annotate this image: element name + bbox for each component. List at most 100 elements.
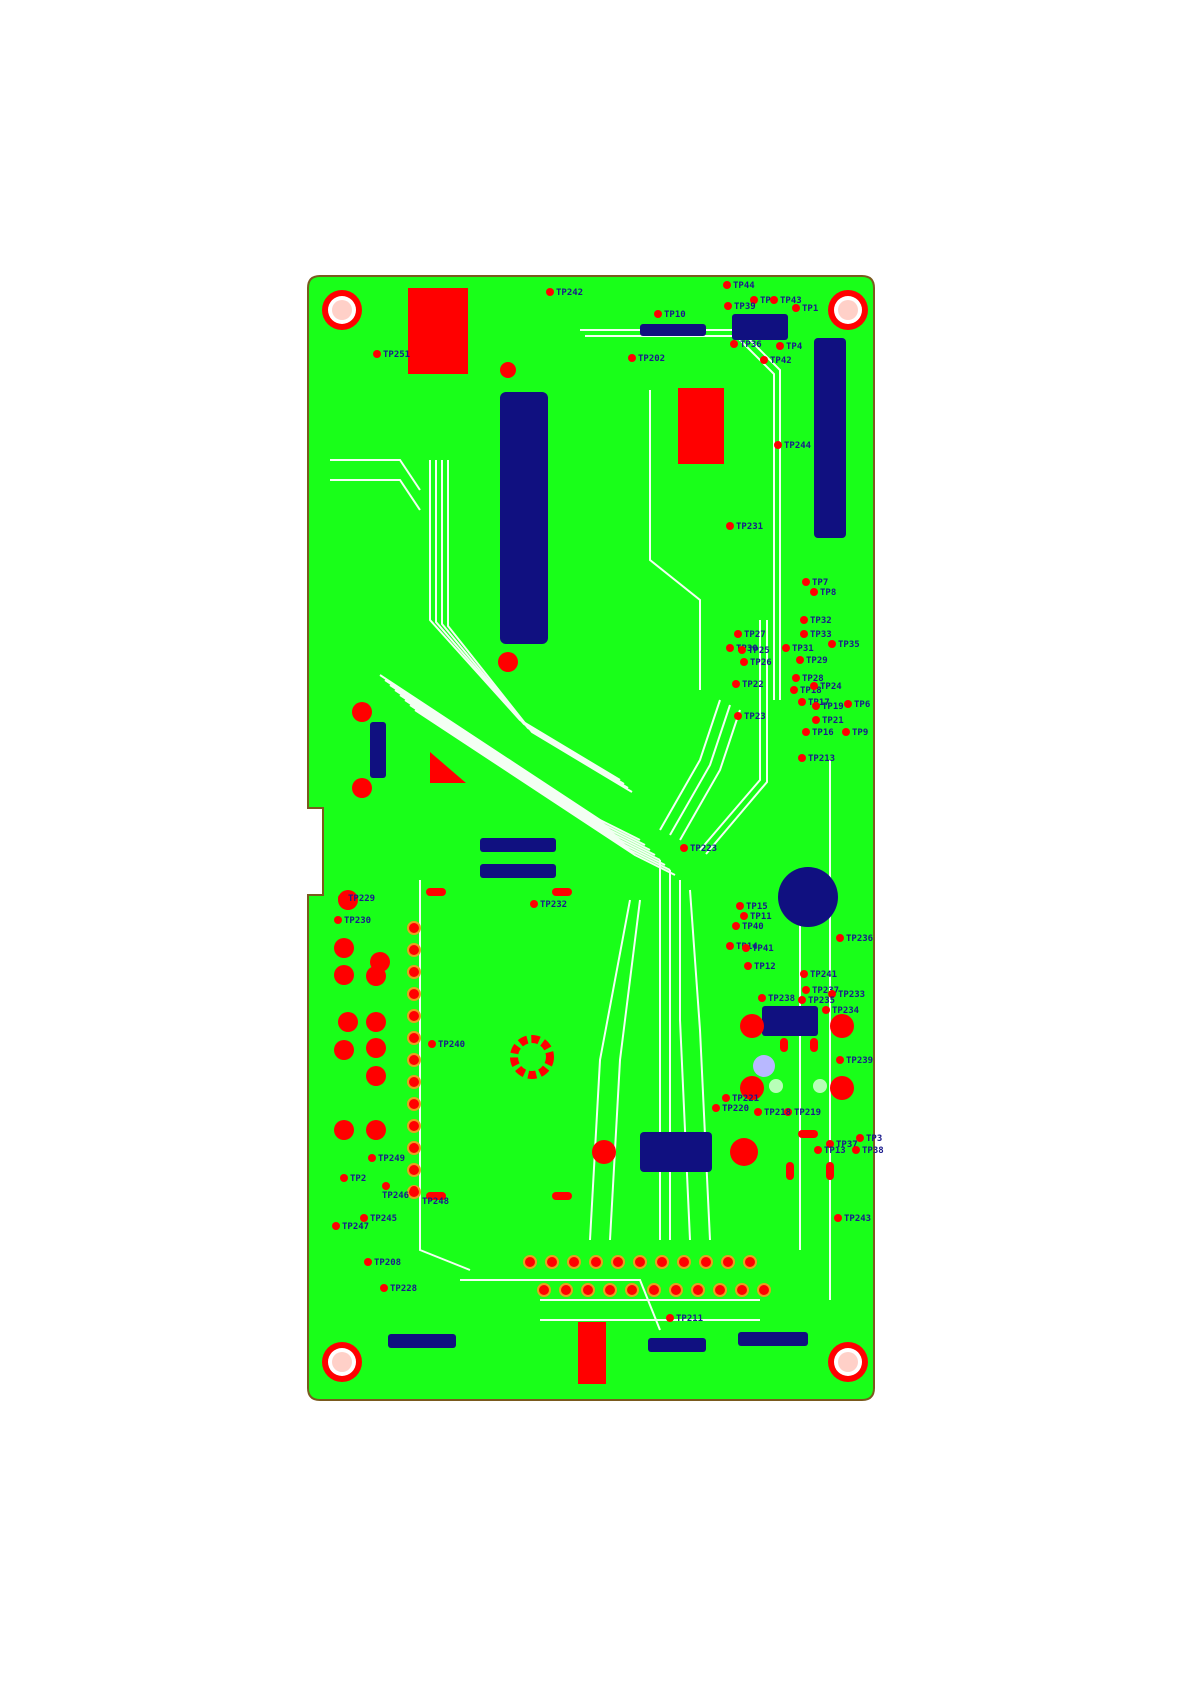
test-point-pad [726, 942, 734, 950]
test-point-label: TP35 [838, 640, 860, 650]
test-point-pad [380, 1284, 388, 1292]
test-point-label: TP1 [802, 304, 818, 314]
test-point-pad [798, 996, 806, 1004]
test-point-label: TP233 [838, 990, 865, 1000]
via-pad [647, 1283, 661, 1297]
test-point-pad [734, 712, 742, 720]
test-point-tp37: TP37 [826, 1140, 858, 1150]
test-point-label: TP26 [750, 658, 772, 668]
via-pad [407, 921, 421, 935]
via-pad [407, 1141, 421, 1155]
test-point-tp21: TP21 [812, 716, 844, 726]
via-pad [407, 1119, 421, 1133]
via-pad [633, 1255, 647, 1269]
test-point-label: TP245 [370, 1214, 397, 1224]
via-pad [559, 1283, 573, 1297]
test-point-pad [368, 1154, 376, 1162]
test-point-label: TP21 [822, 716, 844, 726]
test-point-tp24: TP24 [810, 682, 842, 692]
test-point-pad [814, 1146, 822, 1154]
test-point-pad [546, 288, 554, 296]
test-point-tp246: TP246 [382, 1182, 409, 1201]
via-pad [407, 1031, 421, 1045]
test-point-pad [724, 302, 732, 310]
via-pad [669, 1283, 683, 1297]
via-pad [581, 1283, 595, 1297]
via-pad [567, 1255, 581, 1269]
test-point-tp13: TP13 [814, 1146, 846, 1156]
test-point-tp8: TP8 [810, 588, 836, 598]
test-point-label: TP251 [383, 350, 410, 360]
test-point-pad [796, 656, 804, 664]
test-point-tp17: TP17 [798, 698, 830, 708]
test-point-tp5: TP5 [750, 296, 776, 306]
copper-pour-bottom [578, 1322, 606, 1384]
test-point-label: TP242 [556, 288, 583, 298]
test-point-label: TP13 [824, 1146, 846, 1156]
test-point-label: TP211 [676, 1314, 703, 1324]
test-point-tp221: TP221 [722, 1094, 759, 1104]
test-point-label: TP220 [722, 1104, 749, 1114]
test-point-label: TP12 [754, 962, 776, 972]
test-point-label: TP41 [752, 944, 774, 954]
test-point-pad [758, 994, 766, 1002]
test-point-label: TP25 [748, 646, 770, 656]
test-point-pad [784, 1108, 792, 1116]
pad-column-left [407, 921, 421, 1199]
test-point-label: TP42 [770, 356, 792, 366]
test-point-label: TP6 [854, 700, 870, 710]
test-point-label: TP247 [342, 1222, 369, 1232]
pad-rows-bottom [523, 1255, 771, 1297]
test-point-tp243: TP243 [834, 1214, 871, 1224]
test-point-tp236: TP236 [836, 934, 873, 944]
connector-main-header [498, 362, 548, 672]
test-point-label: TP16 [812, 728, 834, 738]
test-point-tp10: TP10 [654, 310, 686, 320]
test-point-tp240: TP240 [428, 1040, 465, 1050]
test-point-label: TP2 [350, 1174, 366, 1184]
via-pad [721, 1255, 735, 1269]
test-point-tp219: TP219 [784, 1108, 821, 1118]
test-point-tp28: TP28 [792, 674, 824, 684]
test-point-label: TP231 [736, 522, 763, 532]
via-pad [407, 1053, 421, 1067]
test-point-tp26: TP26 [740, 658, 772, 668]
test-point-pad [798, 698, 806, 706]
test-point-pad [530, 900, 538, 908]
test-point-pad [722, 1094, 730, 1102]
test-point-pad [774, 441, 782, 449]
via-pad [523, 1255, 537, 1269]
test-point-tp242: TP242 [546, 288, 583, 298]
via-pad [655, 1255, 669, 1269]
test-point-tp231: TP231 [726, 522, 763, 532]
test-point-tp44: TP44 [723, 281, 755, 291]
via-pad [713, 1283, 727, 1297]
via-pad [589, 1255, 603, 1269]
test-point-tp29: TP29 [796, 656, 828, 666]
test-point-label: TP208 [374, 1258, 401, 1268]
test-point-label: TP36 [740, 340, 762, 350]
test-point-pad [740, 658, 748, 666]
connector-bottom-left [388, 1334, 456, 1348]
test-point-label: TP4 [786, 342, 803, 352]
test-point-tp211: TP211 [666, 1314, 703, 1324]
test-point-pad [790, 686, 798, 694]
test-point-pad [802, 728, 810, 736]
test-point-pad [740, 912, 748, 920]
test-point-label: TP30 [736, 644, 758, 654]
test-point-label: TP22 [742, 680, 764, 690]
test-point-label: TP31 [792, 644, 814, 654]
test-point-pad [738, 646, 746, 654]
test-point-label: TP28 [802, 674, 824, 684]
test-point-label: TP10 [664, 310, 686, 320]
test-point-tp27: TP27 [734, 630, 766, 640]
test-point-pad [760, 356, 768, 364]
test-point-pad [360, 1214, 368, 1222]
oval-pads [426, 888, 834, 1200]
test-point-tp33: TP33 [800, 630, 832, 640]
via-pad [611, 1255, 625, 1269]
test-point-tp218: TP218 [754, 1108, 791, 1118]
test-point-tp6: TP6 [844, 700, 870, 710]
test-point-pad [822, 1006, 830, 1014]
